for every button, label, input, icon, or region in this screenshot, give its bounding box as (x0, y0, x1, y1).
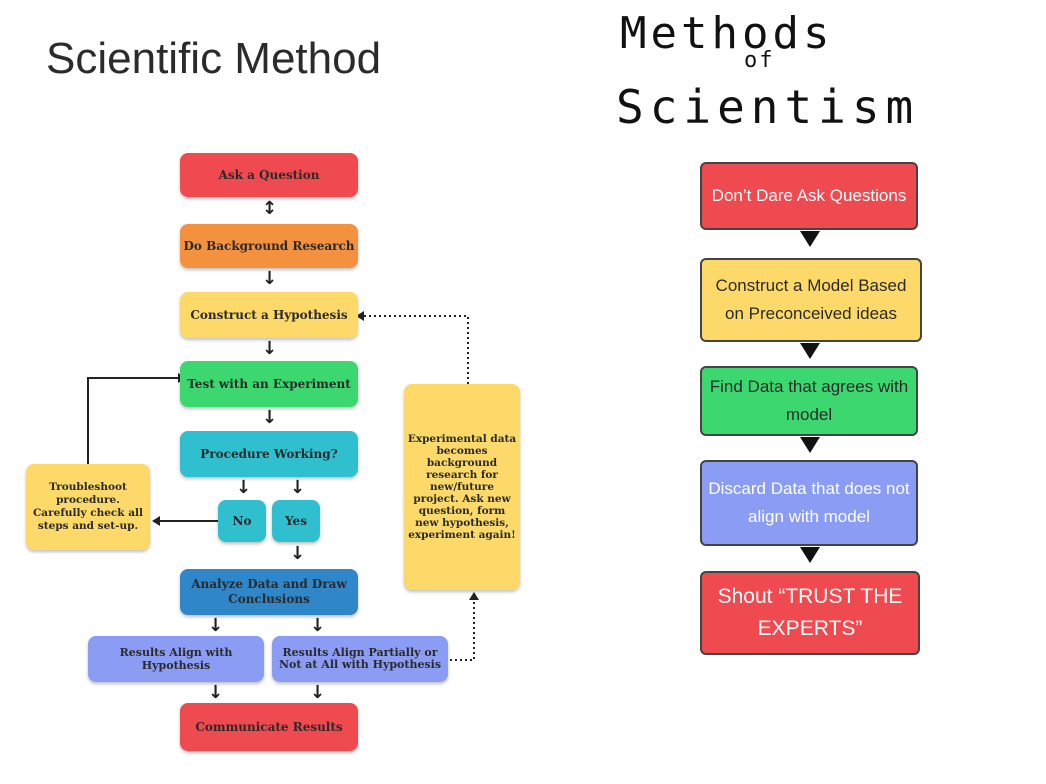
no-to-troubleshoot-arrowhead (152, 516, 160, 526)
down-triangle-icon (800, 343, 820, 359)
handwritten-scientism: Scientism (616, 80, 920, 134)
step-test-experiment: Test with an Experiment (180, 361, 358, 407)
down-arrow-icon: ↓ (310, 682, 326, 703)
step-background-research: Do Background Research (180, 224, 358, 268)
step-communicate-results: Communicate Results (180, 703, 358, 751)
step-troubleshoot: Troubleshoot procedure. Carefully check … (26, 464, 150, 550)
step-construct-hypothesis: Construct a Hypothesis (180, 292, 358, 338)
down-arrow-icon: ↓ (290, 543, 306, 564)
down-triangle-icon (800, 547, 820, 563)
down-arrow-icon: ↓ (208, 615, 224, 636)
down-arrow-icon: ↓ (262, 407, 278, 428)
down-arrow-icon: ↓ (290, 477, 306, 498)
down-arrow-icon: ↓ (208, 682, 224, 703)
feedback-dotted-top (362, 315, 469, 384)
right-discard-data: Discard Data that does not align with mo… (700, 460, 918, 546)
option-no: No (218, 500, 266, 542)
right-construct-model: Construct a Model Based on Preconceived … (700, 258, 922, 342)
right-find-data: Find Data that agrees with model (700, 366, 918, 436)
step-experimental-data: Experimental data becomes background res… (404, 384, 520, 590)
option-yes: Yes (272, 500, 320, 542)
double-arrow-icon: ↕ (262, 198, 278, 219)
feedback-dotted-bottom (450, 598, 475, 661)
handwritten-of: of (744, 48, 775, 73)
right-dont-ask: Don’t Dare Ask Questions (700, 162, 918, 230)
feedback-up-arrowhead (469, 592, 479, 600)
down-arrow-icon: ↓ (236, 477, 252, 498)
right-shout-trust: Shout “TRUST THE EXPERTS” (700, 571, 920, 655)
down-triangle-icon (800, 231, 820, 247)
step-results-partial: Results Align Partially or Not at All wi… (272, 636, 448, 682)
feedback-dotted-arrowhead (356, 311, 364, 321)
step-ask-question: Ask a Question (180, 153, 358, 197)
down-arrow-icon: ↓ (310, 615, 326, 636)
down-arrow-icon: ↓ (262, 338, 278, 359)
down-arrow-icon: ↓ (262, 268, 278, 289)
step-analyze-data: Analyze Data and Draw Conclusions (180, 569, 358, 615)
handwritten-methods: Methods (620, 8, 834, 59)
troubleshoot-loop-line (87, 377, 178, 465)
down-triangle-icon (800, 437, 820, 453)
page-title: Scientific Method (46, 34, 382, 83)
step-procedure-working: Procedure Working? (180, 431, 358, 477)
step-results-align: Results Align with Hypothesis (88, 636, 264, 682)
